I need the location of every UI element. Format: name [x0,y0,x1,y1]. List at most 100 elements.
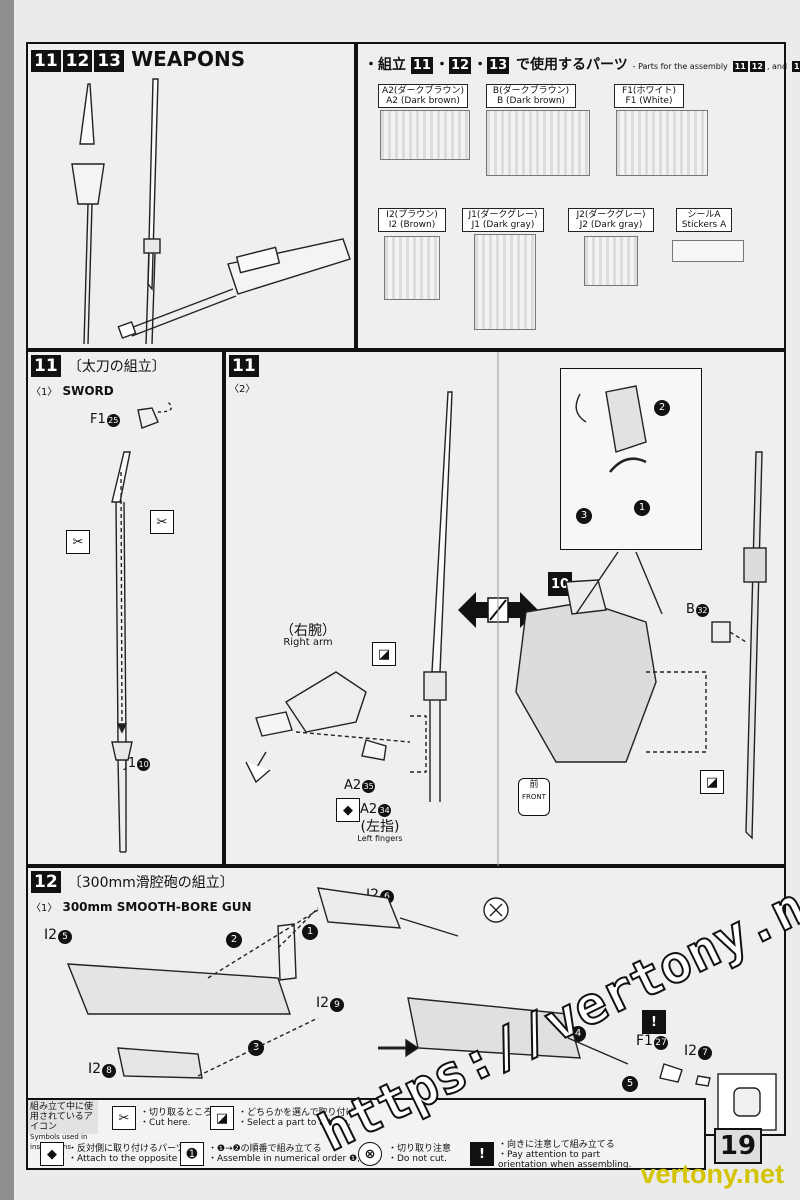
runner-label-jp: J1(ダークグレー) [468,210,538,220]
step-number: 12 [448,57,472,74]
runner-label-en: I2 (Brown) [388,220,436,230]
runner-label-jp: B(ダークブラウン) [492,86,570,96]
left-fingers-jp: (左指) [360,819,400,835]
step-title-en: SWORD [62,384,114,398]
sword-step-subheading: 〈1〉 SWORD [31,380,114,399]
right-arm-en: Right arm [283,637,333,648]
runner-label-jp: F1(ホワイト) [622,86,676,96]
runner-j1 [474,234,536,330]
runner-j2 [584,236,638,286]
runner-label-en: J1 (Dark gray) [471,220,535,230]
legend-item-en: ・Select a part to attach. [238,1118,351,1128]
legend-item-en: ・Pay attention to part orientation when … [498,1150,632,1170]
part-number: 32 [695,604,709,617]
runner-a2 [380,110,470,160]
legend-item: ・切り取るところ・Cut here. [140,1108,212,1128]
part-runner: B [686,602,695,617]
legend-heading-jp: 組み立て中に使用されているアイコン [30,1102,94,1132]
part-runner: I2 [88,1061,102,1077]
legend-item: ・どちらかを選んで取り付ける・Select a part to attach. [238,1108,364,1128]
icon-legend: 組み立て中に使用されているアイコン Symbols used in instru… [26,1098,706,1170]
part-number: 34 [378,804,392,817]
select-part-icon: ◪ [700,770,724,794]
legend-item-jp: ・❶→❷の順番で組み立てる [208,1144,322,1154]
front-en: FRONT [522,793,546,801]
watermark-brand: vertony.net [640,1159,784,1189]
part-runner: A2 [360,802,378,817]
legend-item-en: ・Do not cut. [388,1154,447,1164]
opposite-side-icon: ◆ [40,1142,64,1166]
gun-step-heading: 12 〔300mm滑腔砲の組立〕 [31,871,234,893]
select-part-icon: ◪ [372,642,396,666]
left-fingers-en: Left fingers [357,834,403,843]
caution-orientation-icon: ! [470,1142,494,1166]
runner-label-en: B (Dark brown) [496,96,566,106]
runner-label-jp: A2(ダークブラウン) [382,86,464,96]
runner-label-j1: J1(ダークグレー) J1 (Dark gray) [462,208,544,232]
sword-step-heading: 11 〔太刀の組立〕 [31,355,166,377]
legend-item: ・反対側に取り付けるパーツ・Attach to the opposite sid… [68,1144,201,1164]
runner-label-jp: I2(ブラウン) [386,210,438,220]
part-runner: F1 [90,412,106,427]
sequence-number: 1 [634,500,650,516]
runner-label-en: A2 (Dark brown) [386,96,460,106]
step-number: 11 [31,355,61,377]
part-runner: I2 [684,1043,698,1059]
runner-b [486,110,590,176]
attach-illustration [245,352,767,868]
gun-illustration [66,887,777,1131]
sequence-number: 1 [302,924,318,940]
sequence-number: 3 [576,508,592,524]
runner-label-jp: シールA [687,210,721,220]
part-number: 27 [653,1036,668,1050]
step-title-jp: 〔300mm滑腔砲の組立〕 [67,875,234,891]
legend-item-jp: ・切り取り注意 [388,1144,452,1154]
step-number: 13 [94,50,125,72]
legend-item-en: ・Attach to the opposite side. [68,1154,202,1164]
step-title-en: 300mm SMOOTH-BORE GUN [62,900,252,914]
runner-label-en: F1 (White) [625,96,673,106]
runner-label-en: J2 (Dark gray) [579,220,643,230]
sword-illustration [111,401,172,853]
substep-number: 〈2〉 [229,384,256,395]
runner-label-b: B(ダークブラウン) B (Dark brown) [486,84,576,108]
runner-label-en: Stickers A [681,220,727,230]
part-number: 25 [106,414,120,427]
gun-step-panel: 12 〔300mm滑腔砲の組立〕 〈1〉 300mm SMOOTH-BORE G… [26,866,786,1136]
parts-heading: ・組立 11・12・13 で使用するパーツ - Parts for the as… [364,54,800,74]
left-fingers-label: (左指) Left fingers [350,819,410,844]
do-not-cut-icon: ⊗ [358,1142,382,1166]
unit-number-badge: 10 [548,572,572,596]
step-number: 11 [732,61,748,72]
part-runner: A2 [344,778,362,793]
sequence-number: 2 [654,400,670,416]
parts-heading-and: , and [766,62,788,71]
legend-item-jp: ・切り取るところ [140,1108,213,1118]
cut-here-icon: ✂ [112,1106,136,1130]
sticker-sheet-a [672,240,744,262]
right-arm-label: （右腕） Right arm [268,624,348,648]
caution-orientation-icon: ! [642,1010,666,1034]
front-jp: 前 [529,780,539,790]
front-indicator: 前 FRONT [518,778,550,816]
part-number: 9 [330,998,345,1012]
assembly-order-icon: ➊ [180,1142,204,1166]
runner-label-j2: J2(ダークグレー) J2 (Dark gray) [568,208,654,232]
select-part-icon: ◪ [210,1106,234,1130]
parts-heading-jp-suffix: で使用するパーツ [516,57,628,73]
part-number: 10 [137,758,151,771]
page-title: WEAPONS [131,47,246,71]
